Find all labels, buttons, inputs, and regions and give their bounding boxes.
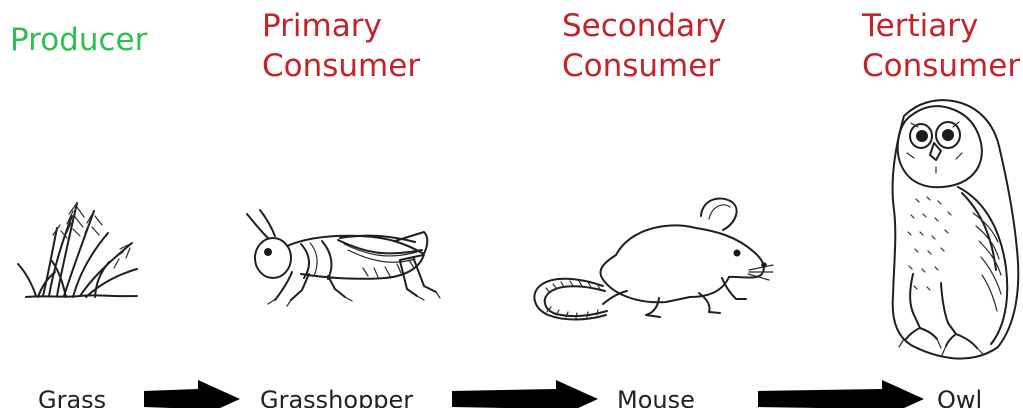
right-arrow-icon: [144, 380, 240, 408]
right-arrow-icon: [758, 380, 924, 408]
producer-title: Producer: [10, 22, 148, 58]
tertiary-consumer-title: Tertiary Consumer: [862, 8, 1021, 84]
secondary-consumer-title: Secondary Consumer: [562, 8, 727, 84]
grass-icon: [17, 202, 138, 298]
grasshopper-label: Grasshopper: [260, 386, 414, 408]
primary-consumer-title: Primary Consumer: [262, 8, 421, 84]
mouse-label: Mouse: [617, 386, 695, 408]
grass-label: Grass: [38, 386, 107, 408]
right-arrow-icon: [452, 380, 598, 408]
mouse-icon: [533, 197, 774, 321]
owl-label: Owl: [937, 386, 983, 408]
grasshopper-icon: [246, 209, 441, 307]
owl-icon: [891, 99, 1020, 360]
